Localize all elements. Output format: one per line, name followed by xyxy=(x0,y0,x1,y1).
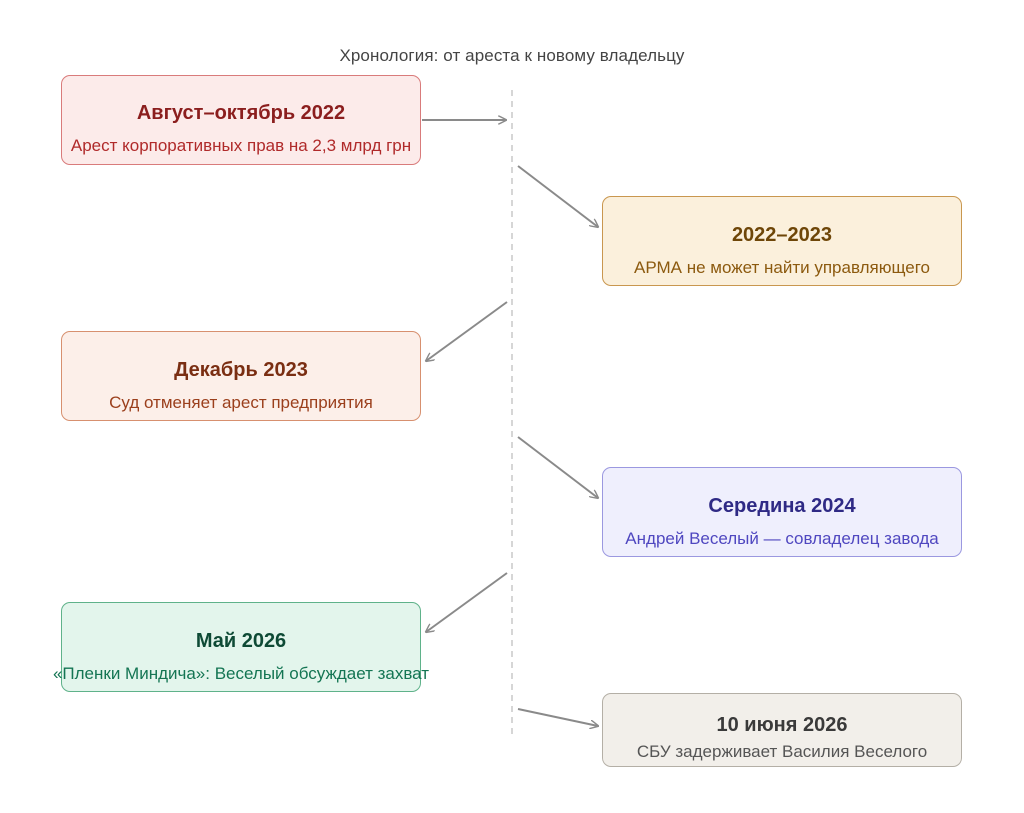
event-date: 2022–2023 xyxy=(731,224,833,246)
event-card-aug-oct-2022: Август–октябрь 2022 Арест корпоративных … xyxy=(61,75,421,165)
diagram-title: Хронология: от ареста к новому владельцу xyxy=(339,46,685,65)
event-description: АРМА не может найти управляющего xyxy=(633,258,931,277)
event-card-june-2026: 10 июня 2026 СБУ задерживает Василия Вес… xyxy=(602,693,962,767)
event-description: «Пленки Миндича»: Веселый обсуждает захв… xyxy=(52,664,430,683)
event-date: Май 2026 xyxy=(195,630,287,652)
event-date: Август–октябрь 2022 xyxy=(136,102,346,124)
event-description: Андрей Веселый — совладелец завода xyxy=(625,529,939,548)
event-date: Декабрь 2023 xyxy=(174,359,308,381)
event-date: 10 июня 2026 xyxy=(716,714,848,736)
connector-arrow-4 xyxy=(517,436,598,498)
event-card-mid-2024: Середина 2024 Андрей Веселый — совладеле… xyxy=(602,467,962,557)
event-description: Суд отменяет арест предприятия xyxy=(109,393,373,412)
event-card-2022-2023: 2022–2023 АРМА не может найти управляюще… xyxy=(602,196,962,286)
event-date: Середина 2024 xyxy=(708,495,856,517)
connector-arrow-5 xyxy=(426,572,508,632)
connector-arrow-6 xyxy=(517,708,598,726)
event-card-dec-2023: Декабрь 2023 Суд отменяет арест предприя… xyxy=(61,331,421,421)
connector-arrow-2 xyxy=(517,165,598,227)
event-description: СБУ задерживает Василия Веселого xyxy=(636,742,928,761)
event-card-may-2026: Май 2026 «Пленки Миндича»: Веселый обсуж… xyxy=(53,602,429,692)
event-description: Арест корпоративных прав на 2,3 млрд грн xyxy=(70,136,412,155)
connector-arrow-3 xyxy=(426,301,508,361)
